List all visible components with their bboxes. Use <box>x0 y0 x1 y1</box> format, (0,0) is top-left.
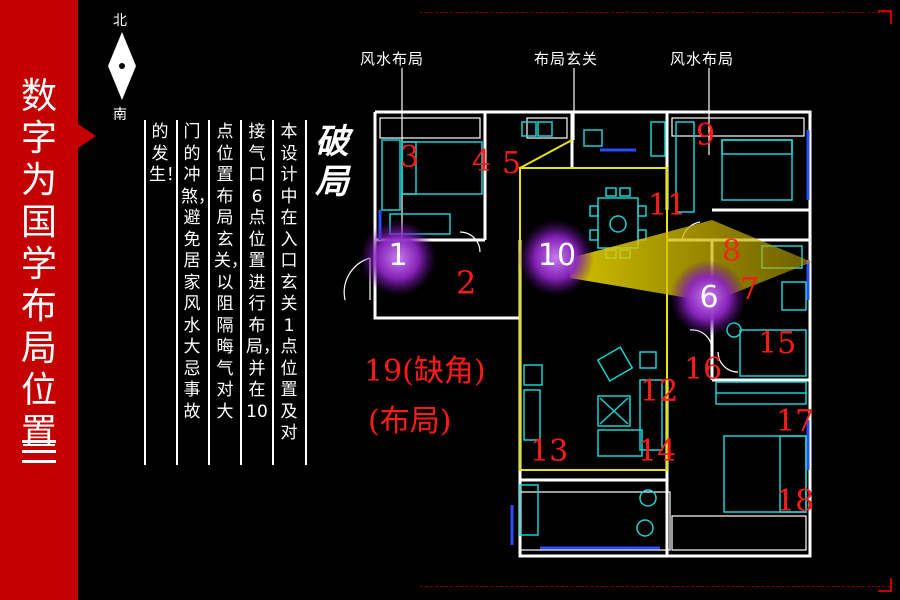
compass-south-label: 南 <box>113 107 127 123</box>
description-column-1: 本设计中在入口玄关1点位置及对 <box>280 122 298 443</box>
column-divider <box>144 120 146 465</box>
number-7: 7 <box>740 272 760 307</box>
description-column-4: 门的冲煞，避免居家风水大忌事故 <box>181 122 215 422</box>
marker-6: 6 <box>699 280 719 315</box>
number-17: 17 <box>776 404 815 439</box>
number-12: 12 <box>640 374 679 409</box>
number-4: 4 <box>472 144 492 179</box>
column-divider <box>176 120 178 465</box>
number-3: 3 <box>400 140 420 175</box>
marker-1: 1 <box>388 238 408 273</box>
sidebar-title: 数字为国学布局位置 <box>20 76 57 453</box>
number-14: 14 <box>638 434 677 469</box>
border-line <box>420 586 890 588</box>
number-18: 18 <box>776 484 815 519</box>
sidebar-bars-icon <box>22 440 56 470</box>
number-11: 11 <box>648 188 687 223</box>
sidebar-pointer-icon <box>78 124 96 148</box>
description-column-5: 的发生！ <box>149 122 183 185</box>
number-9: 9 <box>696 118 716 153</box>
description-column-2: 接气口6点位置进行布局，并在10 <box>246 122 280 422</box>
number-15: 15 <box>758 326 797 361</box>
top-label-entry: 布局玄关 <box>534 50 599 68</box>
column-divider <box>272 120 274 465</box>
border-line <box>420 12 890 14</box>
sidebar: 数字为国学布局位置 <box>0 0 78 600</box>
missing-corner-label: 19(缺角) <box>364 354 486 389</box>
number-16: 16 <box>684 352 723 387</box>
missing-corner-sublabel: (布局) <box>368 404 452 439</box>
corner-decoration <box>878 578 892 592</box>
column-divider <box>208 120 210 465</box>
column-divider <box>305 120 307 465</box>
top-label-fengshui-right: 风水布局 <box>670 50 735 68</box>
description-column-3: 点位置布局玄关，以阻隔晦气对大 <box>214 122 248 422</box>
number-13: 13 <box>530 434 569 469</box>
compass-north-label: 北 <box>113 13 127 29</box>
top-label-fengshui-left: 风水布局 <box>360 50 425 68</box>
number-8: 8 <box>722 234 742 269</box>
column-divider <box>240 120 242 465</box>
compass-icon <box>108 32 136 100</box>
number-2: 2 <box>456 264 477 302</box>
number-5: 5 <box>502 146 522 181</box>
description-heading: 破局 <box>315 122 349 202</box>
marker-10: 10 <box>537 238 577 273</box>
corner-decoration <box>878 10 892 24</box>
